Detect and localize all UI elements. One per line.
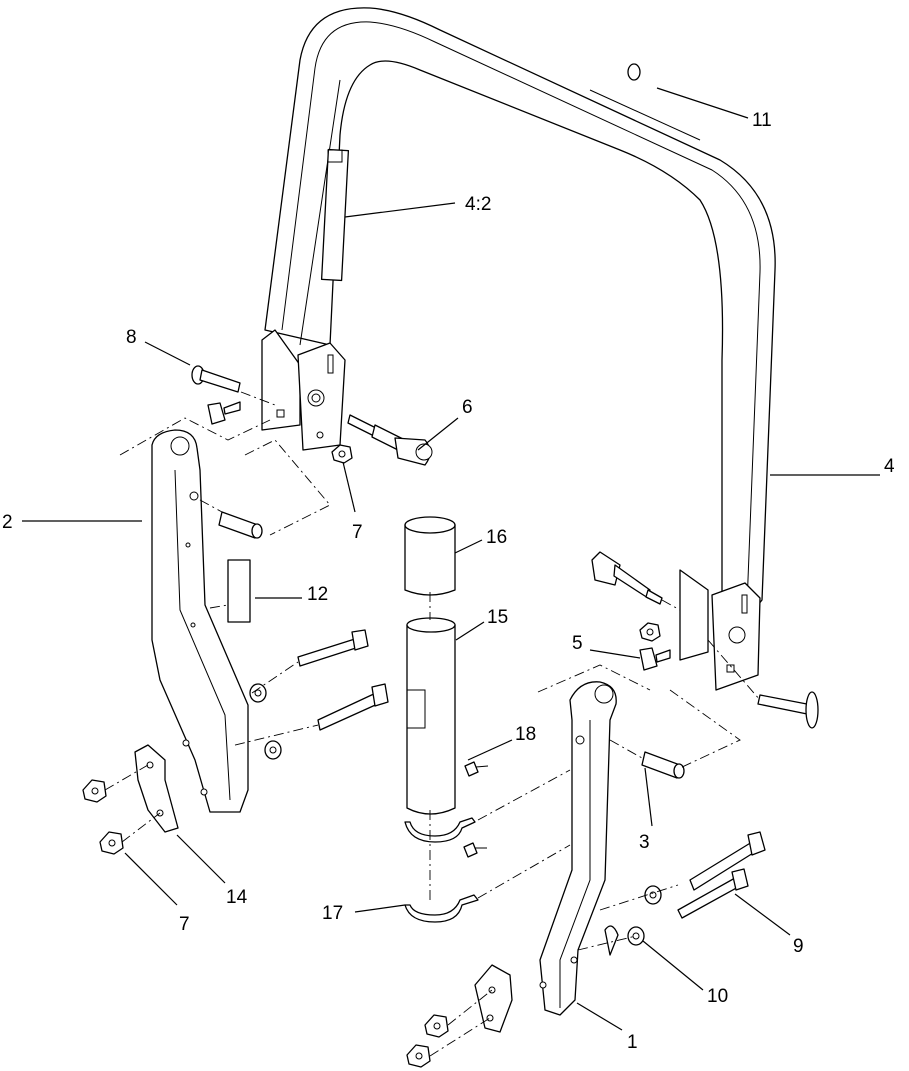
bracket-plate-part-14 [134,744,179,833]
spacer-left [218,511,263,539]
callout-3: 3 [639,832,650,853]
washers-right-lower [627,885,662,946]
bracket-plate-right [474,964,513,1033]
callout-7-top: 7 [352,522,363,543]
callout-17: 17 [322,903,343,924]
spacer-part-3 [641,751,685,779]
callout-14: 14 [226,887,248,908]
callout-4: 4 [884,456,895,477]
callout-11: 11 [752,110,772,131]
bolt-right-lower [757,691,819,729]
callout-6: 6 [462,397,473,418]
pin-knob-part-5-left [207,401,241,425]
left-lower-post [151,429,249,813]
callout-1: 1 [627,1032,638,1053]
pin-knob-part-5-right [639,647,671,671]
callout-7-bottom: 7 [179,914,190,935]
decal-part-12 [227,559,251,623]
callout-16: 16 [486,527,507,548]
assembly-dashed-lines [104,391,761,1057]
nut-right-top [639,622,661,642]
callout-5: 5 [572,633,583,654]
clamp-upper [404,817,476,843]
right-lower-post [539,681,619,1016]
callout-9: 9 [793,936,804,957]
callout-12: 12 [307,584,328,605]
nuts-left-lower [82,779,124,855]
tube-part-15 [406,617,456,815]
washers-left [249,683,282,760]
bolts-right-lower [677,831,766,919]
nut-part-7-top [331,444,353,464]
clamp-lower [404,894,479,923]
callout-2: 2 [2,512,13,533]
roll-bar-right-plate [679,569,761,691]
callout-15: 15 [487,607,508,628]
roll-bar-upper-loop [264,7,776,651]
callout-10: 10 [707,986,728,1007]
leader-lines [22,87,880,1031]
nuts-right-lower [406,1014,449,1068]
cap-part-16 [404,516,456,596]
callout-labels: 1 2 3 4 4:2 5 6 7 7 8 9 10 11 12 14 15 1… [2,110,895,1053]
lock-pin-right [591,551,663,605]
callout-8: 8 [126,327,137,348]
bolt-part-8 [191,365,241,393]
roll-bar-left-plate [261,329,346,451]
bolts-left [297,629,389,731]
lock-pin-part-6 [347,414,433,466]
callout-4-2: 4:2 [465,194,491,215]
callout-18: 18 [515,724,536,745]
screws-part-18 [463,761,489,858]
grommet-part-11 [627,63,641,81]
